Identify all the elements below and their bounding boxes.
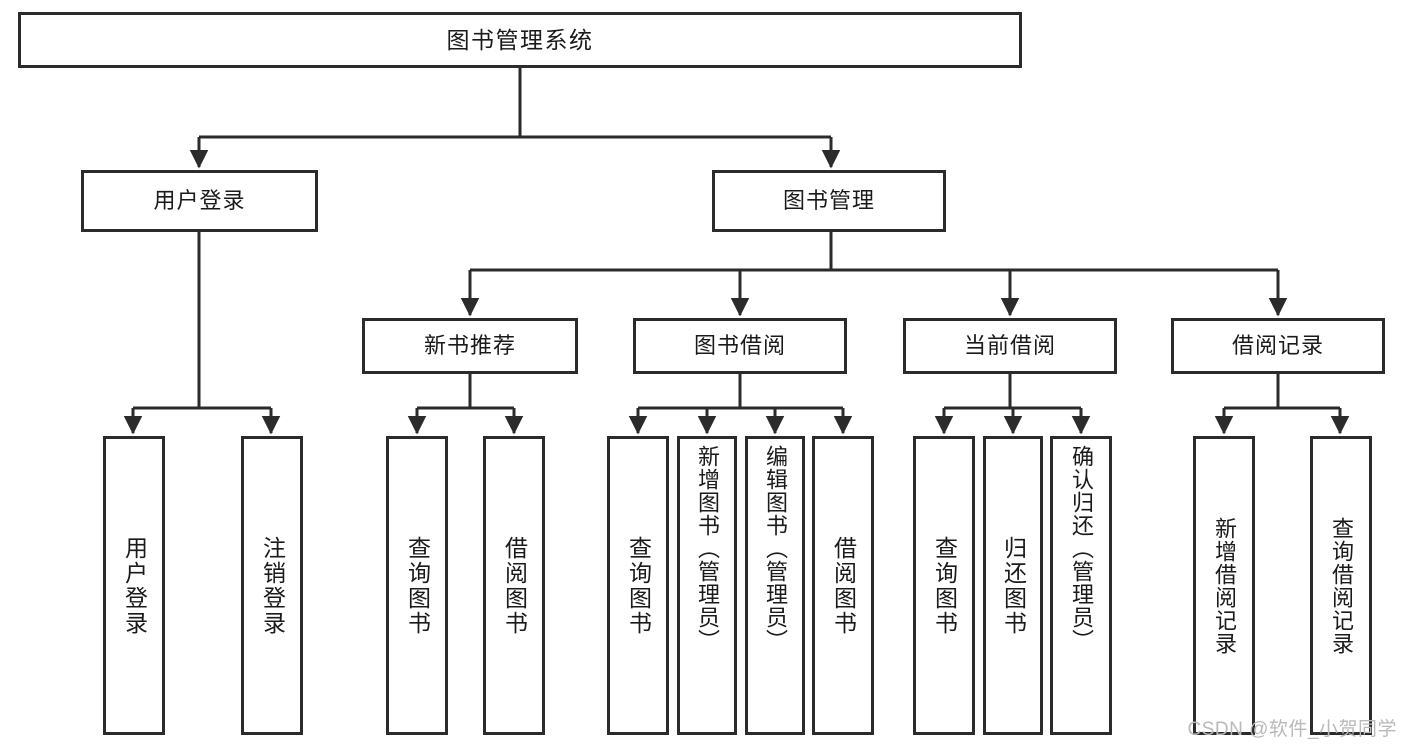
node-book-borrow[interactable]: 图书借阅	[633, 318, 847, 374]
leaf-add-book-admin[interactable]: 新增图书（管理员）	[677, 436, 737, 735]
node-borrow-record[interactable]: 借阅记录	[1171, 318, 1385, 374]
node-label: 借阅记录	[1231, 333, 1324, 359]
node-label: 新增图书（管理员）	[695, 445, 720, 652]
leaf-query-book-current[interactable]: 查询图书	[913, 436, 975, 735]
node-label: 新书推荐	[423, 333, 516, 359]
node-label: 编辑图书（管理员）	[763, 445, 788, 652]
node-label: 用户登录	[121, 535, 148, 636]
node-label: 图书借阅	[693, 333, 786, 359]
leaf-add-borrow-record[interactable]: 新增借阅记录	[1193, 436, 1255, 735]
leaf-borrow-book-recommend[interactable]: 借阅图书	[483, 436, 545, 735]
leaf-logout[interactable]: 注销登录	[241, 436, 303, 735]
node-label: 借阅图书	[501, 535, 528, 636]
node-current-borrow[interactable]: 当前借阅	[903, 318, 1117, 374]
node-label: 查询图书	[931, 535, 958, 636]
node-label: 确认归还（管理员）	[1069, 445, 1094, 652]
leaf-confirm-return-admin[interactable]: 确认归还（管理员）	[1050, 436, 1112, 735]
node-label: 图书管理	[782, 188, 875, 214]
leaf-return-book[interactable]: 归还图书	[983, 436, 1043, 735]
node-book-management[interactable]: 图书管理	[712, 170, 946, 232]
node-label: 新增借阅记录	[1212, 516, 1237, 655]
leaf-query-book-recommend[interactable]: 查询图书	[386, 436, 448, 735]
leaf-user-login[interactable]: 用户登录	[103, 436, 165, 735]
node-user-login[interactable]: 用户登录	[81, 170, 318, 232]
node-label: 查询图书	[404, 535, 431, 636]
leaf-edit-book-admin[interactable]: 编辑图书（管理员）	[745, 436, 805, 735]
node-label: 归还图书	[1000, 535, 1027, 636]
node-root-system[interactable]: 图书管理系统	[18, 12, 1022, 68]
node-new-book-recommend[interactable]: 新书推荐	[362, 318, 578, 374]
node-label: 查询图书	[625, 535, 652, 636]
csdn-watermark: CSDN @软件_小贺同学	[1187, 719, 1397, 740]
node-label: 查询借阅记录	[1329, 516, 1354, 655]
leaf-query-borrow-record[interactable]: 查询借阅记录	[1310, 436, 1372, 735]
node-label: 用户登录	[153, 188, 246, 214]
node-label: 注销登录	[259, 535, 286, 636]
leaf-borrow-book[interactable]: 借阅图书	[812, 436, 874, 735]
leaf-query-book-borrow[interactable]: 查询图书	[607, 436, 669, 735]
node-label: 借阅图书	[830, 535, 857, 636]
node-label: 当前借阅	[963, 333, 1056, 359]
node-label: 图书管理系统	[446, 26, 594, 53]
